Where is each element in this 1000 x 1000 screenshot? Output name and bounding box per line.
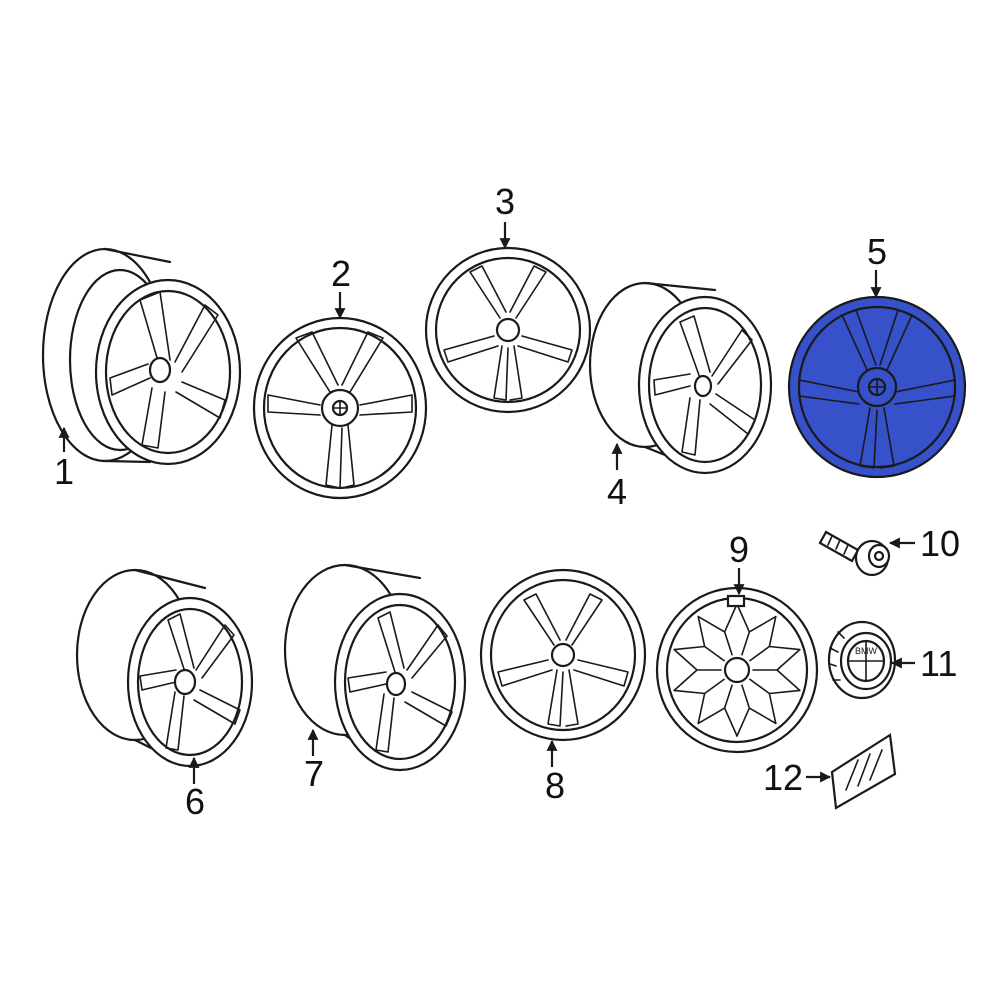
mesh-spoke — [749, 615, 801, 662]
part-10-wheel-bolt[interactable] — [818, 530, 891, 577]
mesh-spoke — [697, 684, 738, 737]
part-2-wheel[interactable] — [252, 316, 428, 500]
callout-2: 2 — [331, 253, 351, 294]
callout-12: 12 — [763, 757, 803, 798]
mesh-spoke — [673, 648, 722, 692]
part-1-wheel[interactable] — [41, 247, 242, 466]
mesh-spoke — [736, 603, 777, 656]
mesh-spoke — [736, 684, 777, 737]
callout-3: 3 — [495, 181, 515, 222]
callout-10: 10 — [920, 523, 960, 564]
callout-4: 4 — [607, 471, 627, 512]
part-11-center-cap[interactable]: BMW — [827, 620, 897, 700]
callout-9: 9 — [729, 529, 749, 570]
bmw-badge-text: BMW — [855, 646, 878, 656]
callout-6: 6 — [185, 781, 205, 822]
part-7-wheel[interactable] — [283, 563, 467, 772]
part-5-wheel-highlighted[interactable] — [787, 295, 967, 479]
callout-7: 7 — [304, 753, 324, 794]
part-8-wheel[interactable] — [479, 568, 647, 742]
part-9-wheel[interactable] — [655, 586, 819, 754]
mesh-spoke — [673, 615, 725, 662]
callout-11: 11 — [920, 643, 957, 684]
part-4-wheel[interactable] — [588, 281, 773, 475]
mesh-spoke — [752, 648, 801, 692]
mesh-spoke — [697, 603, 738, 656]
leader-arrows — [58, 222, 915, 784]
callout-5: 5 — [867, 231, 887, 272]
part-12-badge-plate[interactable] — [830, 733, 897, 810]
callout-numbers: 1 2 3 4 5 6 7 8 9 10 11 12 — [54, 181, 960, 822]
part-6-wheel[interactable] — [75, 568, 254, 768]
callout-1: 1 — [54, 451, 74, 492]
mesh-spoke — [749, 678, 801, 725]
part-3-wheel[interactable] — [424, 246, 592, 414]
callout-8: 8 — [545, 765, 565, 806]
mesh-spoke — [673, 678, 725, 725]
